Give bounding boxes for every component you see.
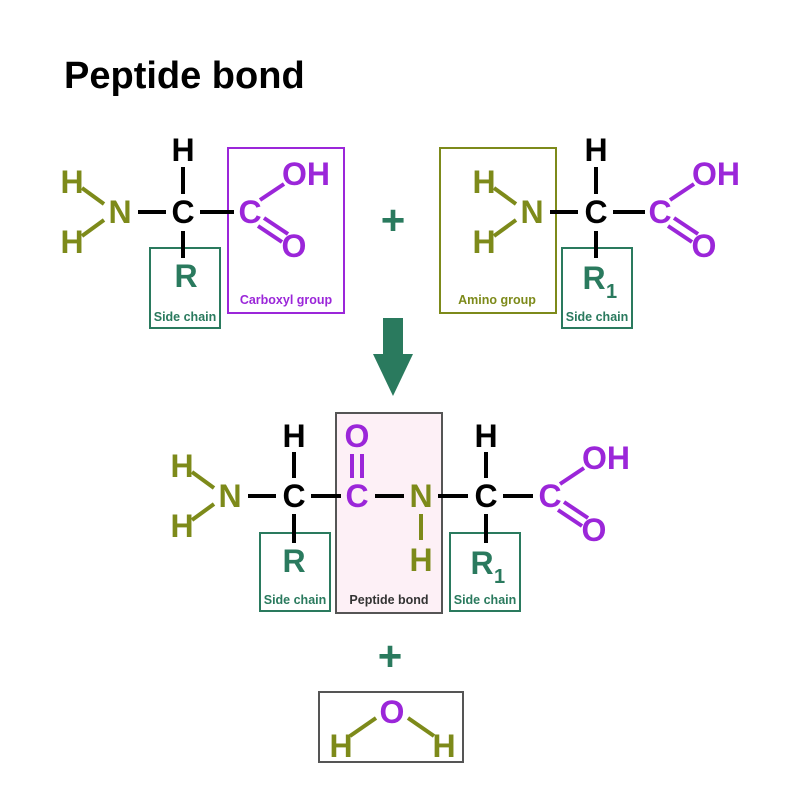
atom-o: O (282, 228, 307, 264)
atom-c-alpha: C (282, 478, 305, 514)
atom-n: N (218, 478, 241, 514)
atom-o: O (380, 694, 405, 730)
atom-n-peptide: N (409, 478, 432, 514)
atom-h: H (584, 132, 607, 168)
bond-c-oh (558, 466, 586, 486)
amino-group-label: Amino group (458, 293, 536, 307)
atom-o: O (582, 512, 607, 548)
atom-n: N (108, 194, 131, 230)
atom-c-carbonyl: C (345, 478, 368, 514)
carboxyl-group-label: Carboxyl group (240, 293, 333, 307)
atom-h: H (409, 542, 432, 578)
atom-r: R (282, 543, 305, 579)
plus-sign: + (378, 633, 403, 680)
atom-h: H (170, 448, 193, 484)
atom-h: H (472, 224, 495, 260)
atom-h: H (60, 164, 83, 200)
side-chain-label: Side chain (154, 310, 217, 324)
atom-oh: OH (582, 440, 630, 476)
atom-h: H (60, 224, 83, 260)
atom-c-carboxyl: C (538, 478, 561, 514)
atom-c-alpha: C (474, 478, 497, 514)
bond-o-h (406, 716, 436, 738)
page-title: Peptide bond (64, 55, 305, 97)
side-chain-label: Side chain (264, 593, 327, 607)
atom-c-alpha: C (584, 194, 607, 230)
atom-h: H (474, 418, 497, 454)
amino-group-box (439, 147, 557, 314)
bond-h-n-upper (190, 470, 216, 490)
bond-h-n-upper (492, 186, 518, 206)
bond-c-oh (668, 182, 696, 202)
peptide-bond-box (335, 412, 443, 614)
bond-h-n-upper (80, 186, 106, 206)
atom-c-carboxyl: C (648, 194, 671, 230)
atom-n: N (520, 194, 543, 230)
double-bond-c-o-a (256, 224, 284, 244)
atom-oh: OH (282, 156, 330, 192)
atom-r: R (174, 258, 197, 294)
reaction-arrow (373, 318, 413, 396)
atom-r1-subscript: 1 (494, 566, 505, 588)
side-chain-label: Side chain (566, 310, 629, 324)
atom-h: H (472, 164, 495, 200)
double-bond-c-o-b (672, 216, 700, 236)
double-bond-c-o-a (666, 224, 694, 244)
water-molecule: H O H (318, 691, 464, 764)
arrow-head (373, 354, 413, 396)
atom-h: H (171, 132, 194, 168)
plus-sign: + (381, 197, 406, 244)
bond-c-oh (258, 182, 286, 202)
bond-h-o (348, 716, 378, 738)
arrow-shaft (383, 318, 403, 356)
atom-oh: OH (692, 156, 740, 192)
bond-h-n-lower (80, 218, 106, 238)
bond-h-n-lower (190, 502, 216, 522)
carboxyl-group-box (227, 147, 345, 314)
atom-o: O (692, 228, 717, 264)
atom-o: O (345, 418, 370, 454)
water-box (318, 691, 464, 763)
double-bond-c-o-b (562, 500, 590, 520)
atom-c-alpha: C (171, 194, 194, 230)
atom-r1: R (470, 545, 493, 581)
amino-acid-1: H H N C H C OH O R Side chain Carboxyl g… (60, 132, 345, 329)
peptide-bond-label: Peptide bond (349, 593, 428, 607)
double-bond-c-o-b (262, 216, 290, 236)
atom-h: H (170, 508, 193, 544)
bond-h-n-lower (492, 218, 518, 238)
atom-h: H (432, 728, 455, 764)
atom-h: H (329, 728, 352, 764)
side-chain-label: Side chain (454, 593, 517, 607)
atom-c-carboxyl: C (238, 194, 261, 230)
dipeptide: H H N C H O C N H C H C OH O R R 1 Side … (170, 412, 630, 614)
atom-r1-subscript: 1 (606, 281, 617, 303)
atom-r1: R (582, 260, 605, 296)
amino-acid-2: H H N C H C OH O R 1 Amino group Side ch… (439, 132, 740, 329)
atom-h: H (282, 418, 305, 454)
double-bond-c-o-a (556, 508, 584, 528)
